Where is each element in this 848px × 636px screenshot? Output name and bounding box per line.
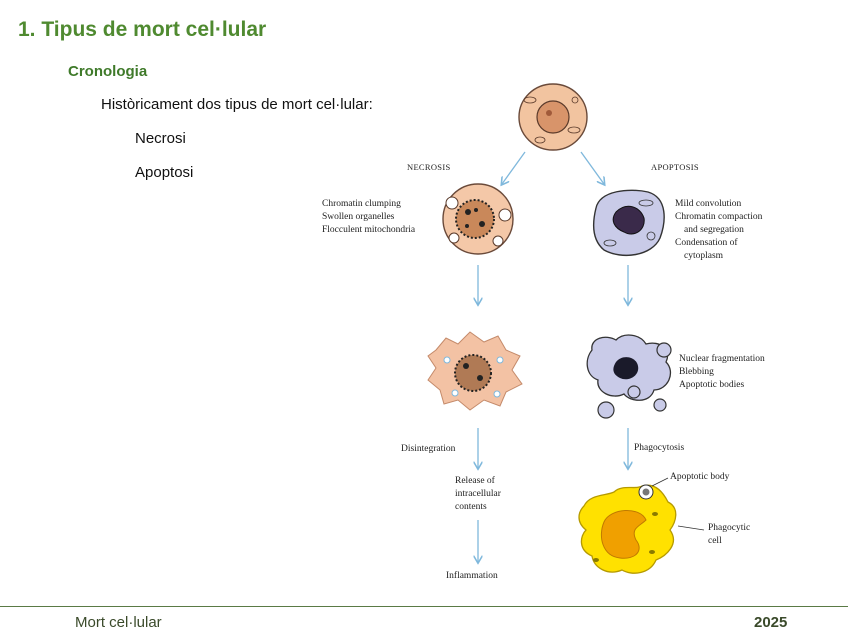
apoptosis-header: APOPTOSIS [651,162,699,172]
footer-divider [0,606,848,607]
cell-death-diagram: NECROSIS APOPTOSIS Chromatin clumping Sw… [322,83,767,581]
footer-year: 2025 [754,614,788,631]
phagocytic-cell-label: Phagocytic cell [708,523,753,546]
release-label: Release of intracellular contents [455,475,503,512]
necrosis-header: NECROSIS [407,162,451,172]
apoptotic-bodies-cell [586,334,672,419]
necrosis-stage1-labels: Chromatin clumping Swollen organelles Fl… [322,199,416,235]
disintegration-label: Disintegration [401,444,456,454]
necrosis-swollen-cell [442,183,514,255]
normal-cell [518,83,588,151]
section-subtitle: Cronologia [68,63,148,80]
apoptotic-body-label: Apoptotic body [670,472,730,482]
phagocytosis-label: Phagocytosis [634,443,684,453]
intro-text: Històricament dos tipus de mort cel·lula… [101,96,373,113]
arrow-to-apoptosis [580,151,604,184]
necrosis-disintegrating-cell [427,331,523,411]
apoptosis-shrinking-cell [592,189,665,257]
phagocytic-cell-pointer [677,525,705,531]
type-necrosi: Necrosi [135,130,186,147]
apoptotic-body-pointer [651,477,669,487]
apoptosis-stage1-labels: Mild convolution Chromatin compaction an… [675,199,765,261]
type-apoptosi: Apoptosi [135,164,194,181]
phagocytic-cell [578,484,677,574]
arrow-to-necrosis [502,151,526,184]
slide-title: 1. Tipus de mort cel·lular [18,18,267,41]
inflammation-label: Inflammation [446,570,498,581]
apoptosis-stage2-labels: Nuclear fragmentation Blebbing Apoptotic… [679,353,767,390]
footer-topic: Mort cel·lular [75,614,162,631]
